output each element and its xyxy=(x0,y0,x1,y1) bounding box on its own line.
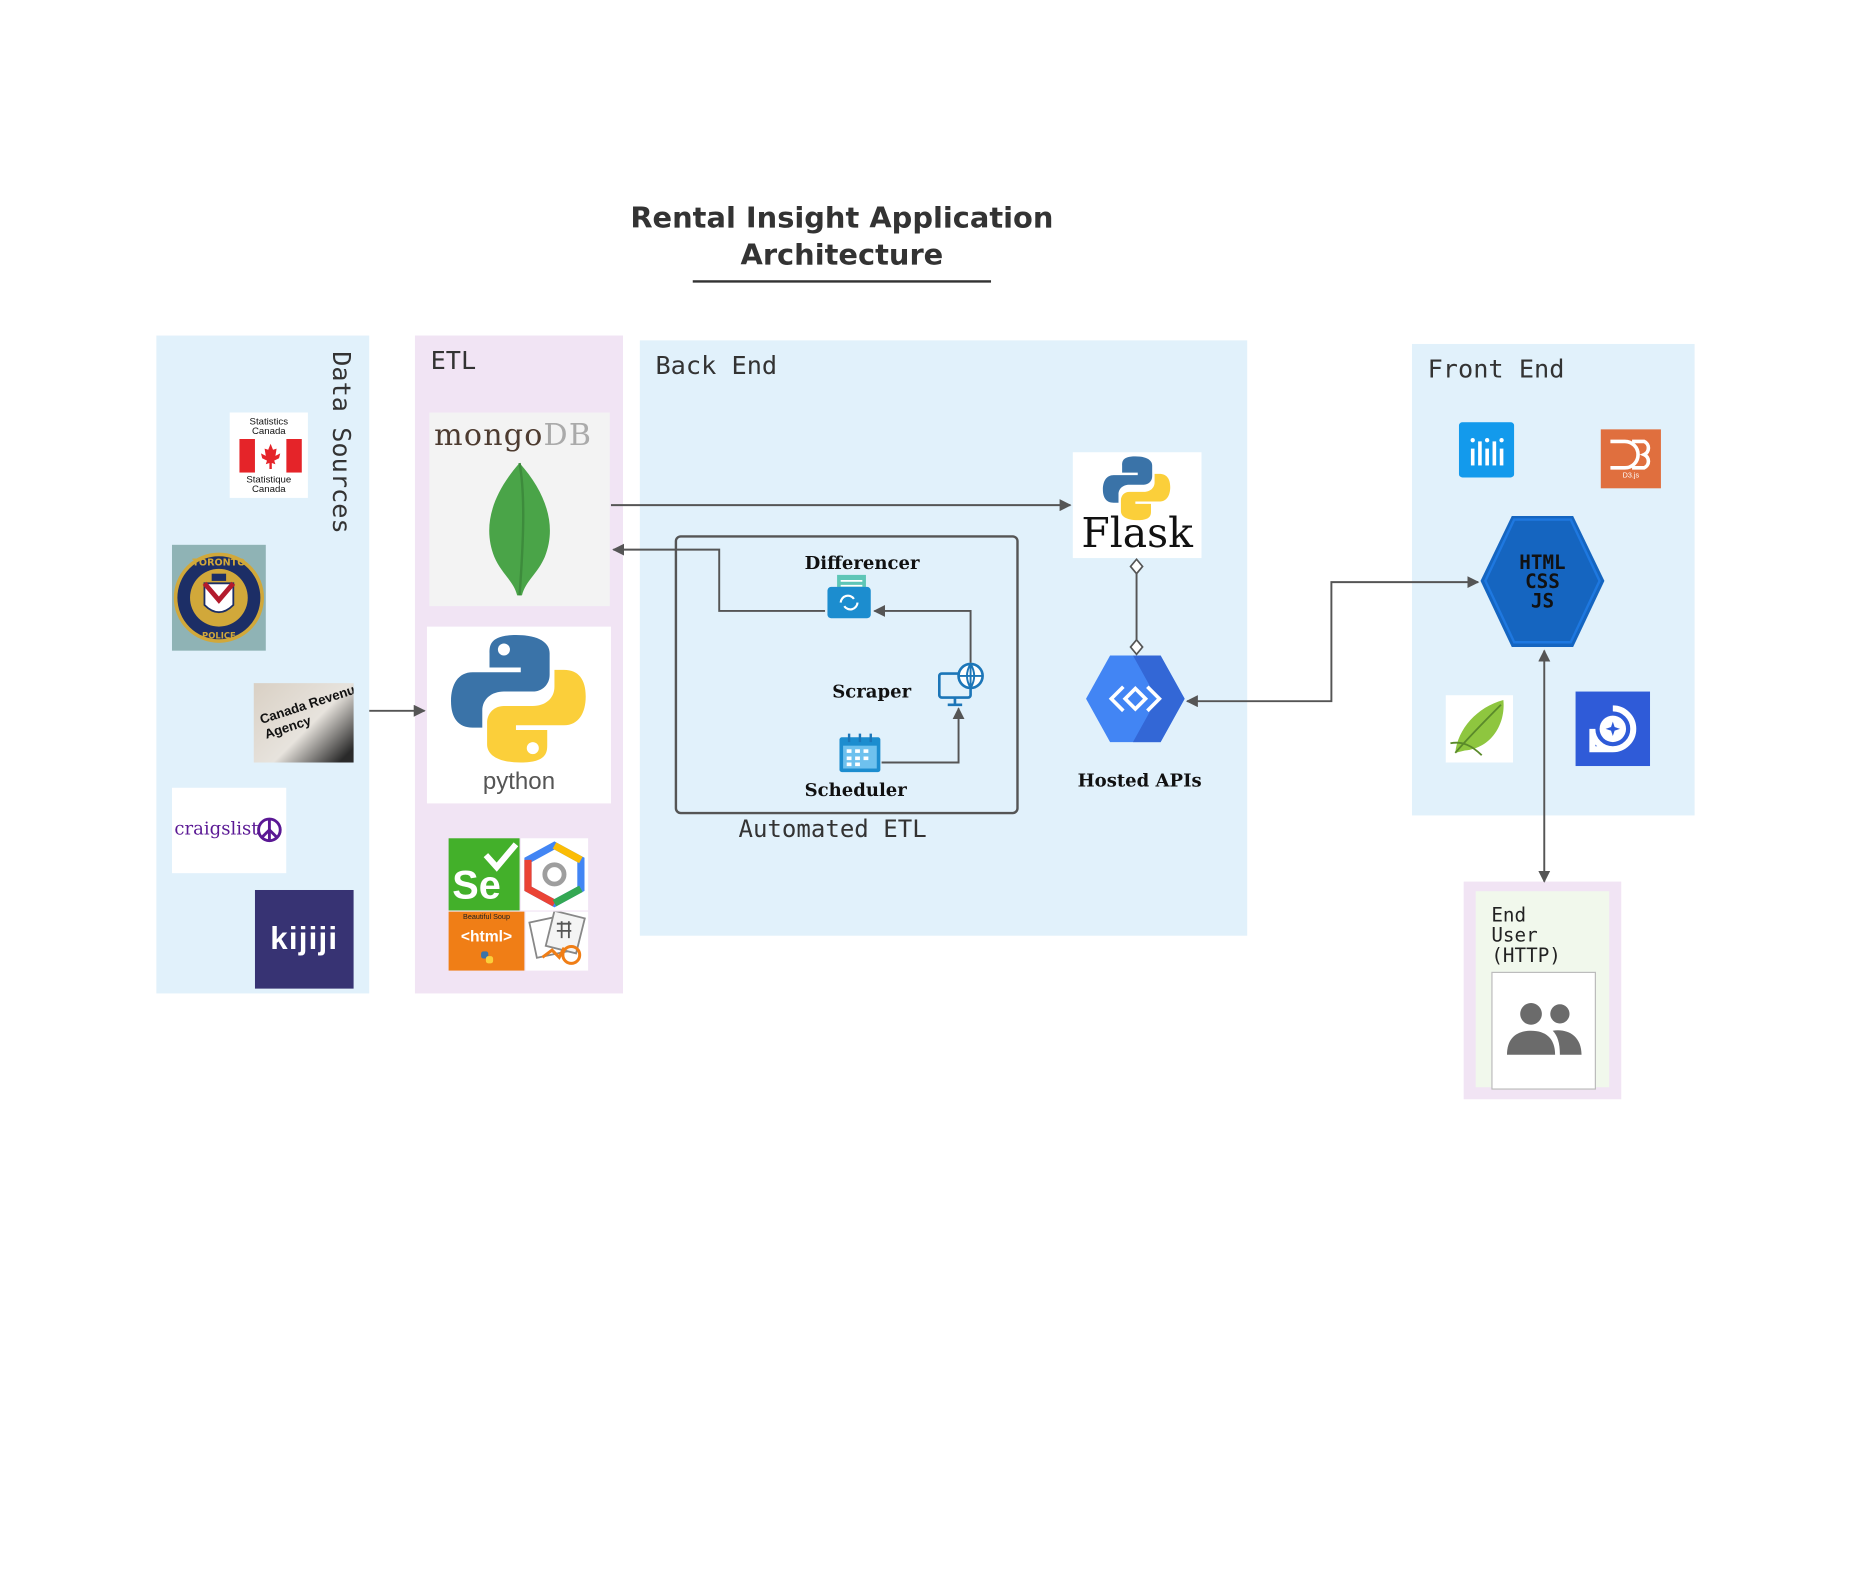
d3-caption: D3.js xyxy=(1622,472,1640,480)
statcan-logo: Statistics Canada Statistique Canada xyxy=(229,412,308,498)
toronto-police-bottom-text: POLICE xyxy=(202,631,236,641)
hexagon-label: HTML CSS JS xyxy=(1479,553,1605,611)
end-user-label-line-3: (HTTP) xyxy=(1491,944,1561,967)
end-user-label-line-1: End xyxy=(1491,903,1527,927)
frontend-hexagon xyxy=(1480,515,1605,648)
end-user-label: End User (HTTP) xyxy=(1491,904,1561,965)
python-logo-icon xyxy=(451,635,586,763)
gcp-logo xyxy=(520,838,589,911)
beautifulsoup-top-text: Beautiful Soup xyxy=(463,914,510,922)
kijiji-text: kijiji xyxy=(270,920,339,957)
title-line-2: Architecture xyxy=(740,238,944,272)
toronto-police-logo: TORONTO POLICE xyxy=(171,544,266,651)
peace-sign-icon xyxy=(257,817,282,843)
mongodb-text-db: DB xyxy=(543,417,593,453)
api-gateway-icon xyxy=(1086,655,1185,743)
toronto-police-crest-icon: TORONTO POLICE xyxy=(173,552,264,643)
selenium-logo: Se xyxy=(448,838,520,911)
title-line-1: Rental Insight Application xyxy=(630,200,1054,235)
cra-logo: Canada Revenue Agency xyxy=(253,683,354,763)
selenium-check-icon xyxy=(483,842,519,872)
end-user-card xyxy=(1491,971,1596,1090)
title-underline xyxy=(692,280,992,283)
python-logo-large: python xyxy=(426,626,611,804)
d3-logo-icon xyxy=(1610,439,1651,470)
kijiji-logo: kijiji xyxy=(254,889,354,989)
canada-flag-icon xyxy=(239,438,302,473)
gcp-hexagon-icon xyxy=(524,841,585,908)
mongodb-text-mongo: mongo xyxy=(434,417,544,453)
differencer-label: Differencer xyxy=(804,552,920,574)
hexagon-label-css: CSS xyxy=(1525,570,1560,593)
mongodb-leaf-icon xyxy=(489,462,550,596)
diagram-title: Rental Insight Application Architecture xyxy=(625,200,1058,275)
hexagon-label-js: JS xyxy=(1530,589,1555,613)
cra-text: Canada Revenue Agency xyxy=(254,683,353,743)
statcan-top-line-2: Canada xyxy=(251,425,286,437)
scheduler-label: Scheduler xyxy=(804,779,907,801)
python-wordmark: python xyxy=(482,768,556,795)
scraper-globe-monitor-icon xyxy=(937,662,984,707)
beautifulsoup-logo: Beautiful Soup <html> xyxy=(448,911,525,971)
back-end-label: Back End xyxy=(655,351,778,381)
statcan-bottom-text: Statistique Canada xyxy=(230,473,308,495)
end-user-label-line-2: User xyxy=(1491,923,1538,947)
d3-logo: D3.js xyxy=(1600,429,1661,489)
scraper-label: Scraper xyxy=(832,680,912,703)
statcan-top-line-1: Statistics xyxy=(249,416,289,427)
craigslist-logo: craigslist xyxy=(171,787,287,874)
toronto-police-top-text: TORONTO xyxy=(192,557,245,568)
plotly-bars-icon xyxy=(1458,422,1515,478)
statcan-bottom-line-1: Statistique xyxy=(246,473,292,485)
compass-logo-icon xyxy=(1575,691,1651,767)
automated-etl-box xyxy=(674,535,1019,815)
differencer-icon xyxy=(827,574,871,619)
craigslist-text: craigslist xyxy=(174,817,259,840)
mongodb-wordmark: mongoDB xyxy=(434,417,592,452)
scraping-tool-icon xyxy=(528,909,586,965)
mongodb-logo: mongoDB xyxy=(429,412,610,607)
mini-python-icon xyxy=(481,951,494,964)
users-icon xyxy=(1506,1003,1582,1055)
hexagon-label-html: HTML xyxy=(1519,550,1566,574)
scheduler-calendar-icon xyxy=(839,733,881,773)
statcan-bottom-line-2: Canada xyxy=(251,483,286,495)
automated-etl-label: Automated ETL xyxy=(738,814,927,844)
selenium-text: Se xyxy=(452,862,501,907)
scraping-tool-logo xyxy=(525,909,589,971)
beautifulsoup-tag-text: <html> xyxy=(460,927,513,946)
leaflet-icon xyxy=(1445,695,1513,763)
etl-label: ETL xyxy=(430,346,477,376)
data-sources-label: Data Sources xyxy=(327,351,356,534)
flask-wordmark: Flask xyxy=(1081,509,1193,559)
flask-logo: Flask xyxy=(1072,452,1202,559)
statcan-top-text: Statistics Canada xyxy=(230,417,308,436)
hosted-apis-label: Hosted APIs xyxy=(1077,769,1202,792)
front-end-label: Front End xyxy=(1427,354,1565,384)
flask-python-icon xyxy=(1102,456,1171,521)
